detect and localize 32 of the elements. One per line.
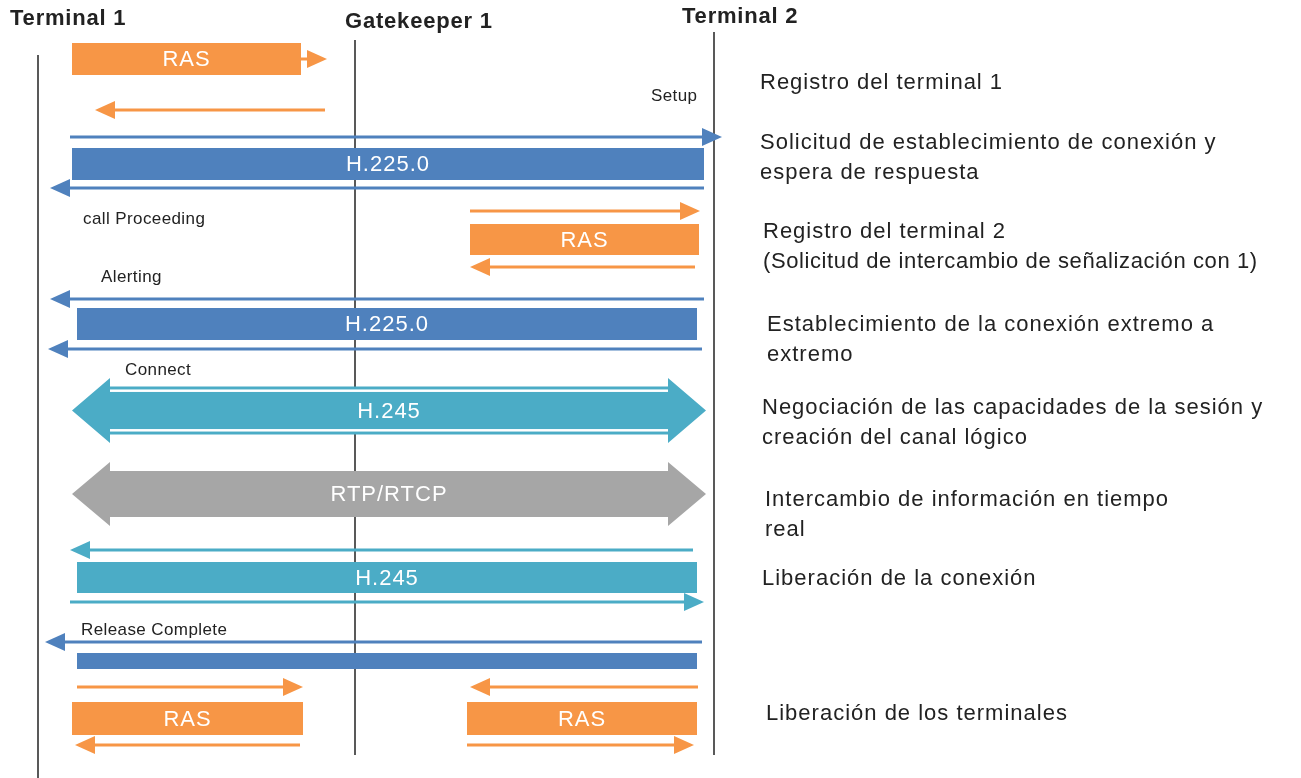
message-label: RAS: [560, 226, 609, 253]
message-bar: [77, 653, 697, 669]
annotation-text: Intercambio de información en tiempo real: [765, 485, 1171, 543]
message-label: H.225.0: [344, 311, 430, 337]
message-label: H.225.0: [345, 151, 431, 177]
annotation-text: Connect: [125, 359, 192, 381]
annotation-text: Alerting: [101, 266, 162, 288]
annotation-text: (Solicitud de intercambio de señalización con 1): [763, 247, 1258, 275]
message-bar: [470, 224, 699, 255]
annotation-text: Registro del terminal 2: [763, 217, 1007, 245]
annotation-text: Solicitud de establecimiento de conexión y espera de respuesta: [760, 128, 1218, 186]
lifeline-header: Terminal 1: [10, 4, 127, 32]
annotation-text: Negociación de las capacidades de la sesión y creación del canal lógico: [762, 393, 1265, 451]
message-label: RAS: [557, 705, 607, 732]
annotation-text: Liberación de los terminales: [766, 699, 1068, 727]
annotation-text: Setup: [651, 85, 698, 107]
annotation-text: Release Complete: [81, 619, 228, 641]
lifeline-header: Terminal 2: [682, 2, 799, 30]
message-bar: [77, 562, 697, 593]
annotation-text: call Proceeding: [83, 208, 206, 230]
annotation-text: Registro del terminal 1: [760, 68, 1004, 96]
message-label: RAS: [163, 705, 212, 732]
lifeline-header: Gatekeeper 1: [345, 7, 493, 35]
message-bar: [72, 43, 301, 75]
message-label: RTP/RTCP: [330, 481, 448, 507]
message-bar: [72, 148, 704, 180]
message-label: H.245: [357, 397, 421, 424]
annotation-text: Liberación de la conexión: [762, 564, 1037, 592]
annotation-text: Establecimiento de la conexión extremo a extremo: [767, 310, 1216, 368]
message-label: RAS: [162, 46, 211, 72]
message-bar: [77, 308, 697, 340]
message-label: H.245: [355, 564, 419, 591]
